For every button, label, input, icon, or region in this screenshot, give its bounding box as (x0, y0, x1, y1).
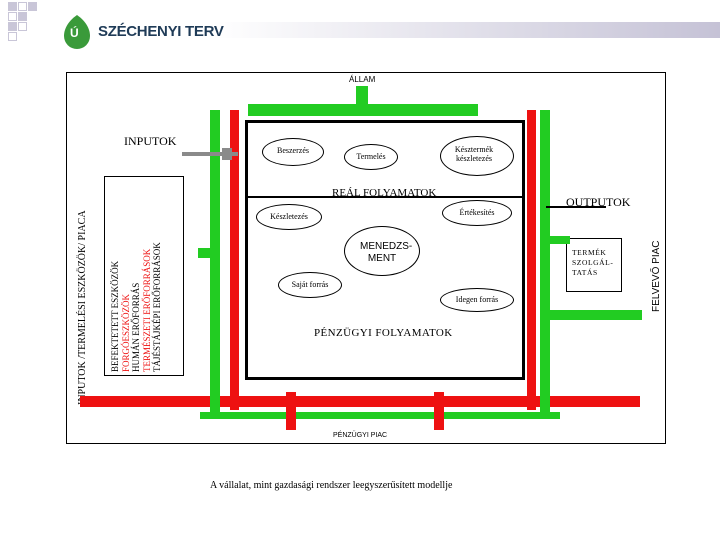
sales-label: Értékesítés (459, 208, 495, 217)
logo-mark: Ú (70, 26, 79, 40)
own-funding-node (278, 272, 342, 298)
decor-square (8, 2, 17, 11)
finished-stock-label: Késztermék készletezés (454, 145, 494, 163)
market-green-stub-right (540, 388, 550, 418)
right-red-bar (527, 110, 536, 410)
market-green-stub-left (210, 388, 220, 418)
inputs-box (104, 176, 184, 376)
real-financial-divider (245, 196, 525, 198)
decor-square (18, 22, 27, 31)
real-title: REÁL FOLYAMATOK (332, 187, 437, 199)
input-item-1: BEFEKTETETT ESZKÖZÖK (110, 260, 120, 372)
market-red-stub-left (286, 392, 296, 430)
right-outer-label: FELVEVŐ PIAC (651, 240, 662, 312)
outer-frame (66, 72, 666, 444)
output-box (566, 238, 622, 292)
diagram-caption: A vállalat, mint gazdasági rendszer leeg… (210, 480, 453, 491)
state-flow-bar (248, 104, 478, 116)
input-arrow-line (182, 152, 238, 156)
financial-title: PÉNZÜGYI FOLYAMATOK (314, 327, 453, 339)
market-red-stub-right (434, 392, 444, 430)
output-box-label: TERMÉK SZOLGÁL-TATÁS (572, 248, 614, 277)
market-green-bar (200, 412, 560, 419)
financial-market-label: PÉNZÜGYI PIAC (333, 432, 388, 439)
decor-square (8, 22, 17, 31)
state-flow-stub (356, 86, 368, 110)
input-item-4: TERMÉSZETI ERŐFORRÁSOK (141, 248, 152, 372)
state-label: ÁLLAM (349, 75, 376, 84)
inputs-list: BEFEKTETETT ESZKÖZÖK FORGÓESZKÖZÖK HUMÁN… (110, 172, 190, 372)
external-funding-node (440, 288, 514, 312)
management-node (344, 226, 420, 276)
market-red-bar-top (80, 396, 640, 407)
sales-node (442, 200, 512, 226)
input-item-5: TÁJÉSTÁJKÉPI ERŐFORRÁSOK (152, 242, 162, 372)
left-green-bar (210, 110, 220, 410)
procurement-node (262, 138, 324, 166)
left-red-bar (230, 110, 239, 410)
input-arrow-head (222, 148, 232, 160)
logo-text: SZÉCHENYI TERV (98, 23, 224, 40)
logo-leaf-icon (64, 15, 90, 49)
stocking-label: Készletezés (270, 212, 308, 221)
decor-square (18, 2, 27, 11)
inputs-title: INPUTOK (124, 134, 177, 148)
outputs-title: OUTPUTOK (566, 195, 631, 209)
outputs-vertical-line (546, 206, 606, 208)
input-green-connector (198, 248, 220, 258)
left-outer-label: INPUTOK /TERMELÉSI ESZKÖZÖK/ PIACA (77, 210, 88, 405)
production-node (344, 144, 398, 170)
decor-square (8, 32, 17, 41)
own-funding-label: Saját forrás (291, 280, 329, 289)
management-label: MENEDZS-MENT (360, 241, 413, 264)
right-green-bar (540, 110, 550, 410)
header-band (212, 22, 720, 38)
input-item-3: HUMÁN ERŐFORRÁS (131, 282, 141, 372)
input-item-2: FORGÓESZKÖZÖK (120, 293, 131, 372)
production-label: Termelés (356, 152, 386, 161)
decor-square (8, 12, 17, 21)
external-funding-label: Idegen forrás (455, 295, 499, 304)
szechenyi-logo: Ú SZÉCHENYI TERV (62, 12, 224, 52)
procurement-label: Beszerzés (277, 146, 309, 155)
decor-square (18, 12, 27, 21)
decor-square (28, 2, 37, 11)
stocking-node (256, 204, 322, 230)
output-green-top (550, 236, 570, 244)
output-green-bottom (550, 310, 642, 320)
finished-stock-node (440, 136, 514, 176)
